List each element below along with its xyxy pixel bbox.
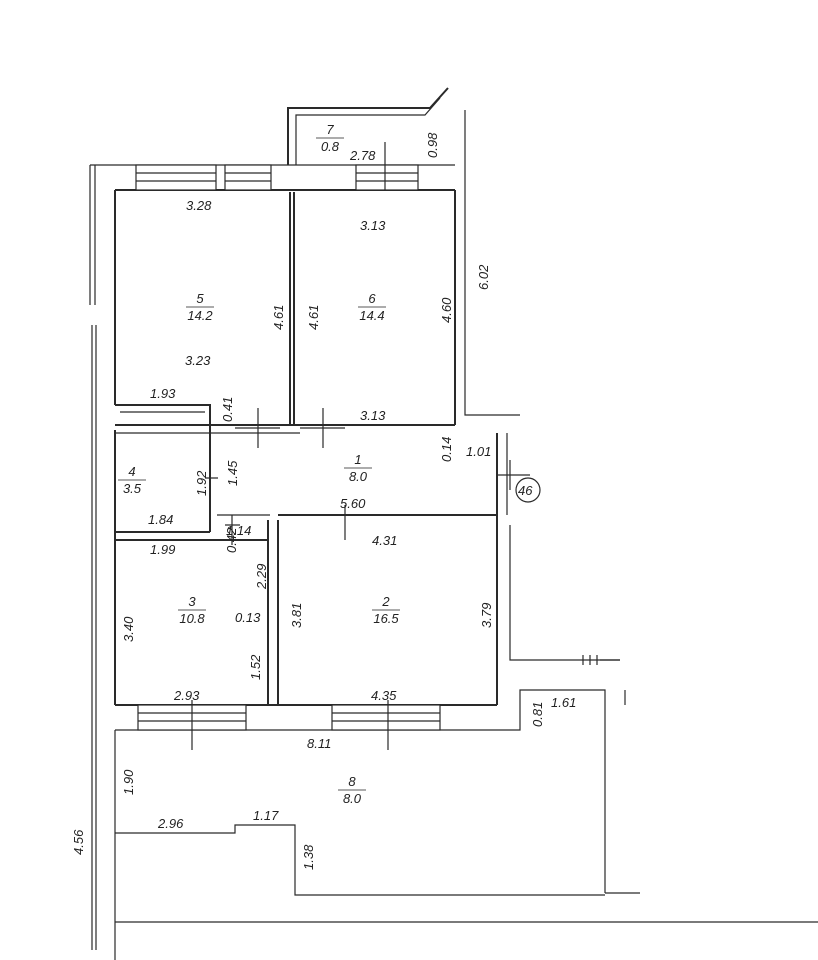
dim-label: 2.93 xyxy=(173,688,200,703)
dim-label: 1.14 xyxy=(226,523,251,538)
marker-label: 46 xyxy=(518,483,533,498)
room-area: 10.8 xyxy=(179,611,205,626)
dim-label: 3.13 xyxy=(360,408,386,423)
dim-label: 1.01 xyxy=(466,444,491,459)
dim-label: 1.45 xyxy=(225,460,240,486)
room-number: 2 xyxy=(381,594,390,609)
room-label-4: 43.5 xyxy=(118,464,146,496)
dim-label: 0.13 xyxy=(235,610,261,625)
dim-label: 3.40 xyxy=(121,616,136,642)
dim-label: 0.41 xyxy=(220,397,235,422)
dim-label: 0.81 xyxy=(530,702,545,727)
dim-label: 2.29 xyxy=(254,564,269,590)
dim-label: 1.90 xyxy=(121,769,136,795)
room-area: 14.2 xyxy=(187,308,213,323)
dim-label: 3.28 xyxy=(186,198,212,213)
dim-label: 2.96 xyxy=(157,816,184,831)
dim-label: 5.60 xyxy=(340,496,366,511)
room-label-8: 88.0 xyxy=(338,774,366,806)
dim-label: 4.31 xyxy=(372,533,397,548)
dim-label: 3.79 xyxy=(479,603,494,628)
dim-label: 3.81 xyxy=(289,603,304,628)
window xyxy=(355,164,419,191)
dim-label: 1.99 xyxy=(150,542,175,557)
room-number: 6 xyxy=(368,291,376,306)
dim-label: 3.13 xyxy=(360,218,386,233)
room-label-5: 514.2 xyxy=(186,291,214,323)
room-area: 0.8 xyxy=(321,139,340,154)
dim-label: 1.92 xyxy=(194,470,209,496)
window xyxy=(331,704,441,731)
room-number: 7 xyxy=(326,122,334,137)
dimension-labels: 2.78 0.98 3.28 3.13 6.02 4.61 4.61 4.60 … xyxy=(71,132,576,870)
room-area: 8.0 xyxy=(343,791,362,806)
dim-label: 4.60 xyxy=(439,297,454,323)
dim-label: 4.61 xyxy=(271,305,286,330)
room-label-7: 70.8 xyxy=(316,122,344,154)
room-label-3: 310.8 xyxy=(178,594,206,626)
dim-label: 3.23 xyxy=(185,353,211,368)
dim-label: 1.38 xyxy=(301,844,316,870)
dim-label: 0.98 xyxy=(425,132,440,158)
dim-label: 1.93 xyxy=(150,386,176,401)
room-area: 3.5 xyxy=(123,481,142,496)
room-label-2: 216.5 xyxy=(372,594,400,626)
dim-label: 6.02 xyxy=(476,264,491,290)
dim-label: 4.61 xyxy=(306,305,321,330)
room-number: 3 xyxy=(188,594,196,609)
room-label-6: 614.4 xyxy=(358,291,386,323)
walls xyxy=(89,87,818,960)
dim-label: 0.14 xyxy=(439,437,454,462)
dim-label: 4.56 xyxy=(71,829,86,855)
dim-label: 8.11 xyxy=(307,736,331,751)
dim-label: 1.17 xyxy=(253,808,279,823)
dim-label: 1.84 xyxy=(148,512,173,527)
dim-label: 1.52 xyxy=(248,654,263,680)
door-marks xyxy=(191,142,541,750)
window xyxy=(224,164,272,191)
dim-label: 2.78 xyxy=(349,148,376,163)
dim-label: 1.61 xyxy=(551,695,576,710)
room-area: 14.4 xyxy=(359,308,384,323)
room-number: 8 xyxy=(348,774,356,789)
room-number: 4 xyxy=(128,464,135,479)
room-number: 1 xyxy=(354,452,361,467)
dim-label: 0.42 xyxy=(224,527,239,553)
room-area: 8.0 xyxy=(349,469,368,484)
room-number: 5 xyxy=(196,291,204,306)
room-label-1: 18.0 xyxy=(344,452,372,484)
dim-label: 4.35 xyxy=(371,688,397,703)
windows xyxy=(135,164,441,731)
window xyxy=(135,164,217,191)
room-area: 16.5 xyxy=(373,611,399,626)
